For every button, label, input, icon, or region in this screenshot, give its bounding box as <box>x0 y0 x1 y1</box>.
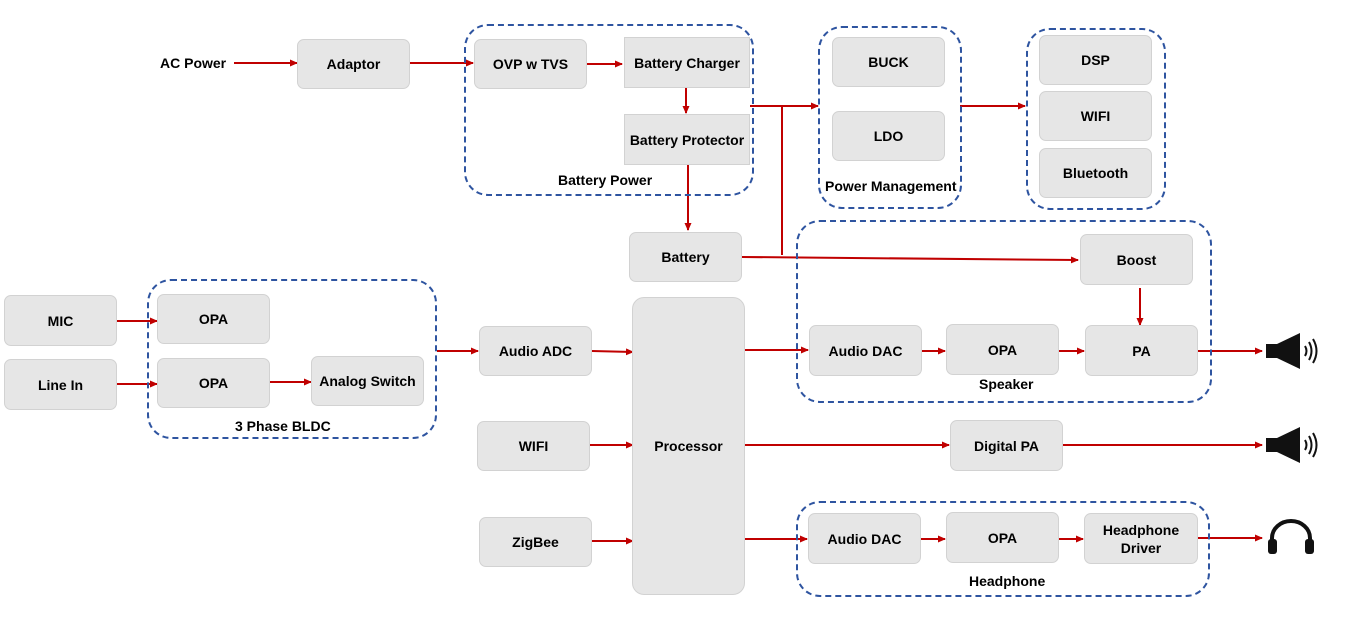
battery-power-group <box>464 24 754 196</box>
speaker-group <box>796 220 1212 403</box>
analog-switch-block: Analog Switch <box>311 356 424 406</box>
connectivity-group <box>1026 28 1166 210</box>
ldo-block: LDO <box>832 111 945 161</box>
pa-block: PA <box>1085 325 1198 376</box>
opa-mic-block: OPA <box>157 294 270 344</box>
headphone-icon <box>1268 519 1314 554</box>
dsp-block: DSP <box>1039 35 1152 85</box>
line-in-block: Line In <box>4 359 117 410</box>
digital-pa-block: Digital PA <box>950 420 1063 471</box>
opa-line-block: OPA <box>157 358 270 408</box>
opa-speaker-block: OPA <box>946 324 1059 375</box>
battery-power-label: Battery Power <box>558 172 653 188</box>
headphone-driver-block: Headphone Driver <box>1084 513 1198 564</box>
ovp-tvs-block: OVP w TVS <box>474 39 587 89</box>
zigbee-block: ZigBee <box>479 517 592 567</box>
three-phase-bldc-group <box>147 279 437 439</box>
bluetooth-block: Bluetooth <box>1039 148 1152 198</box>
adaptor-block: Adaptor <box>297 39 410 89</box>
boost-block: Boost <box>1080 234 1193 285</box>
power-management-group <box>818 26 962 209</box>
wifi-module-block: WIFI <box>1039 91 1152 141</box>
ac-power-label: AC Power <box>160 55 227 71</box>
speaker-label: Speaker <box>979 376 1034 392</box>
audio-dac-headphone-block: Audio DAC <box>808 513 921 564</box>
speaker-icon <box>1266 333 1318 369</box>
audio-adc-block: Audio ADC <box>479 326 592 376</box>
processor-block: Processor <box>632 297 745 595</box>
battery-protector-block: Battery Protector <box>624 114 750 165</box>
audio-dac-speaker-block: Audio DAC <box>809 325 922 376</box>
battery-charger-block: Battery Charger <box>624 37 750 88</box>
battery-block: Battery <box>629 232 742 282</box>
speaker-icon <box>1266 427 1318 463</box>
buck-block: BUCK <box>832 37 945 87</box>
headphone-label: Headphone <box>969 573 1046 589</box>
headphone-group <box>796 501 1210 597</box>
power-management-label: Power Management <box>825 178 957 194</box>
three-phase-bldc-label: 3 Phase BLDC <box>235 418 331 434</box>
mic-block: MIC <box>4 295 117 346</box>
opa-headphone-block: OPA <box>946 512 1059 563</box>
wifi-block: WIFI <box>477 421 590 471</box>
